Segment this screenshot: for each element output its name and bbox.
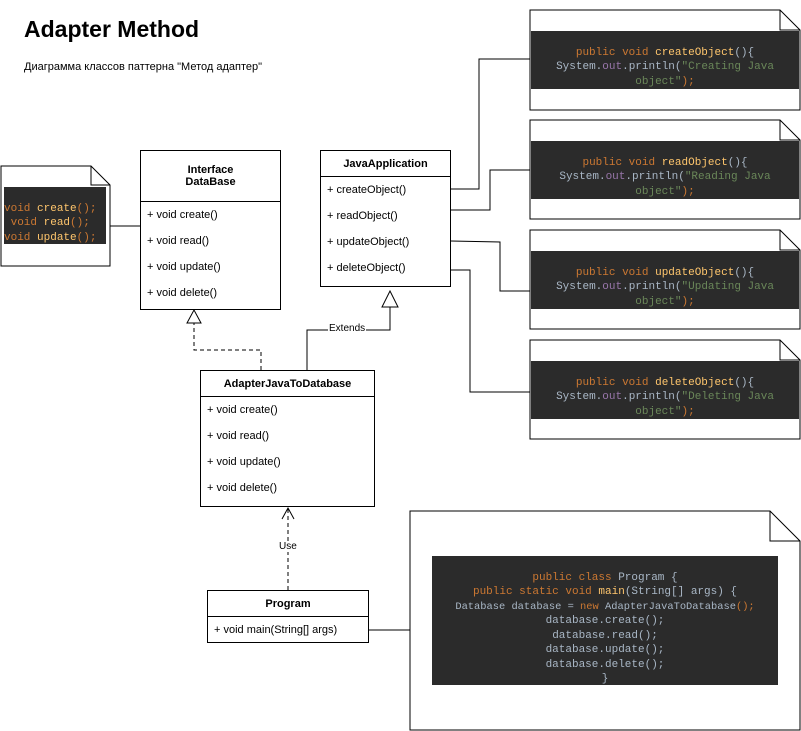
method-item: + void main(String[] args) [214, 624, 338, 636]
code-line: object"); [635, 185, 695, 198]
code-line: public void deleteObject(){ [575, 376, 755, 389]
extends-arrow [381, 289, 399, 308]
class-java-application: JavaApplication + createObject() + readO… [320, 150, 451, 287]
class-name: AdapterJavaToDatabase [223, 377, 352, 390]
class-database: Interface DataBase + void create() + voi… [140, 150, 281, 310]
method-item: + void update() [147, 261, 221, 273]
class-name: DataBase [185, 176, 236, 188]
method-item: + void delete() [147, 287, 218, 299]
extends-line [306, 307, 391, 370]
method-item: + createObject() [327, 184, 407, 196]
code-delete-object: public void deleteObject(){ System.out.pr… [531, 361, 799, 419]
page-subtitle: Диаграмма классов паттерна "Метод адапте… [24, 61, 263, 73]
page-title: Adapter Method [24, 16, 200, 42]
connector-delete-note [451, 269, 530, 393]
code-line: } [601, 673, 609, 685]
code-line: void update(); [4, 231, 97, 244]
method-item: + readObject() [327, 210, 398, 222]
code-line: object"); [635, 295, 695, 308]
class-header: Program [208, 591, 368, 617]
code-db-interface: void create(); void read(); void update()… [4, 187, 106, 244]
class-adapter: AdapterJavaToDatabase + void create() + … [200, 370, 375, 507]
code-line: System.out.println("Creating Java [556, 61, 774, 73]
code-line: public class Program { [532, 571, 678, 584]
use-arrow [281, 506, 295, 520]
code-line: object"); [635, 405, 695, 418]
connector-update-note [450, 240, 530, 292]
class-header: JavaApplication [321, 151, 450, 177]
method-item: + void create() [207, 404, 278, 416]
connector-create-note [451, 58, 530, 190]
class-header: Interface DataBase [141, 151, 280, 202]
extends-label: Extends [328, 323, 367, 334]
code-line: database.delete(); [545, 658, 665, 671]
code-line: object"); [635, 75, 695, 88]
method-item: + void delete() [207, 482, 278, 494]
class-name: JavaApplication [343, 157, 428, 170]
class-stereotype: Interface [187, 164, 234, 176]
code-line: public void readObject(){ [582, 156, 748, 169]
class-header: AdapterJavaToDatabase [201, 371, 374, 397]
code-line: database.update(); [545, 644, 665, 656]
code-program: public class Program { public static void… [432, 556, 778, 685]
code-line: public void createObject(){ [575, 46, 755, 59]
code-line: System.out.println("Deleting Java [556, 391, 774, 403]
code-line: public static void main(String[] args) { [472, 586, 738, 598]
method-item: + void create() [147, 209, 218, 221]
realization-arrow [186, 308, 202, 324]
code-line: void read(); [10, 217, 90, 229]
class-name: Program [265, 597, 311, 610]
code-create-object: public void createObject(){ System.out.pr… [531, 31, 799, 89]
code-line: Database database = new AdapterJavaToDat… [455, 600, 755, 613]
method-item: + deleteObject() [327, 262, 406, 274]
method-item: + updateObject() [327, 236, 410, 248]
method-item: + void update() [207, 456, 281, 468]
method-item: + void read() [207, 430, 270, 442]
code-line: public void updateObject(){ [575, 266, 755, 279]
method-item: + void read() [147, 235, 210, 247]
code-update-object: public void updateObject(){ System.out.pr… [531, 251, 799, 309]
use-label: Use [278, 541, 298, 552]
class-program: Program + void main(String[] args) [207, 590, 369, 643]
code-line: System.out.println("Updating Java [556, 281, 774, 293]
realization-line [193, 323, 262, 370]
code-read-object: public void readObject(){ System.out.prin… [531, 141, 799, 199]
code-line: void create(); [4, 202, 97, 215]
code-line: database.read(); [552, 629, 658, 642]
code-line: System.out.println("Reading Java [559, 171, 771, 183]
connector-read-note [451, 169, 530, 211]
code-line: database.create(); [545, 615, 665, 627]
